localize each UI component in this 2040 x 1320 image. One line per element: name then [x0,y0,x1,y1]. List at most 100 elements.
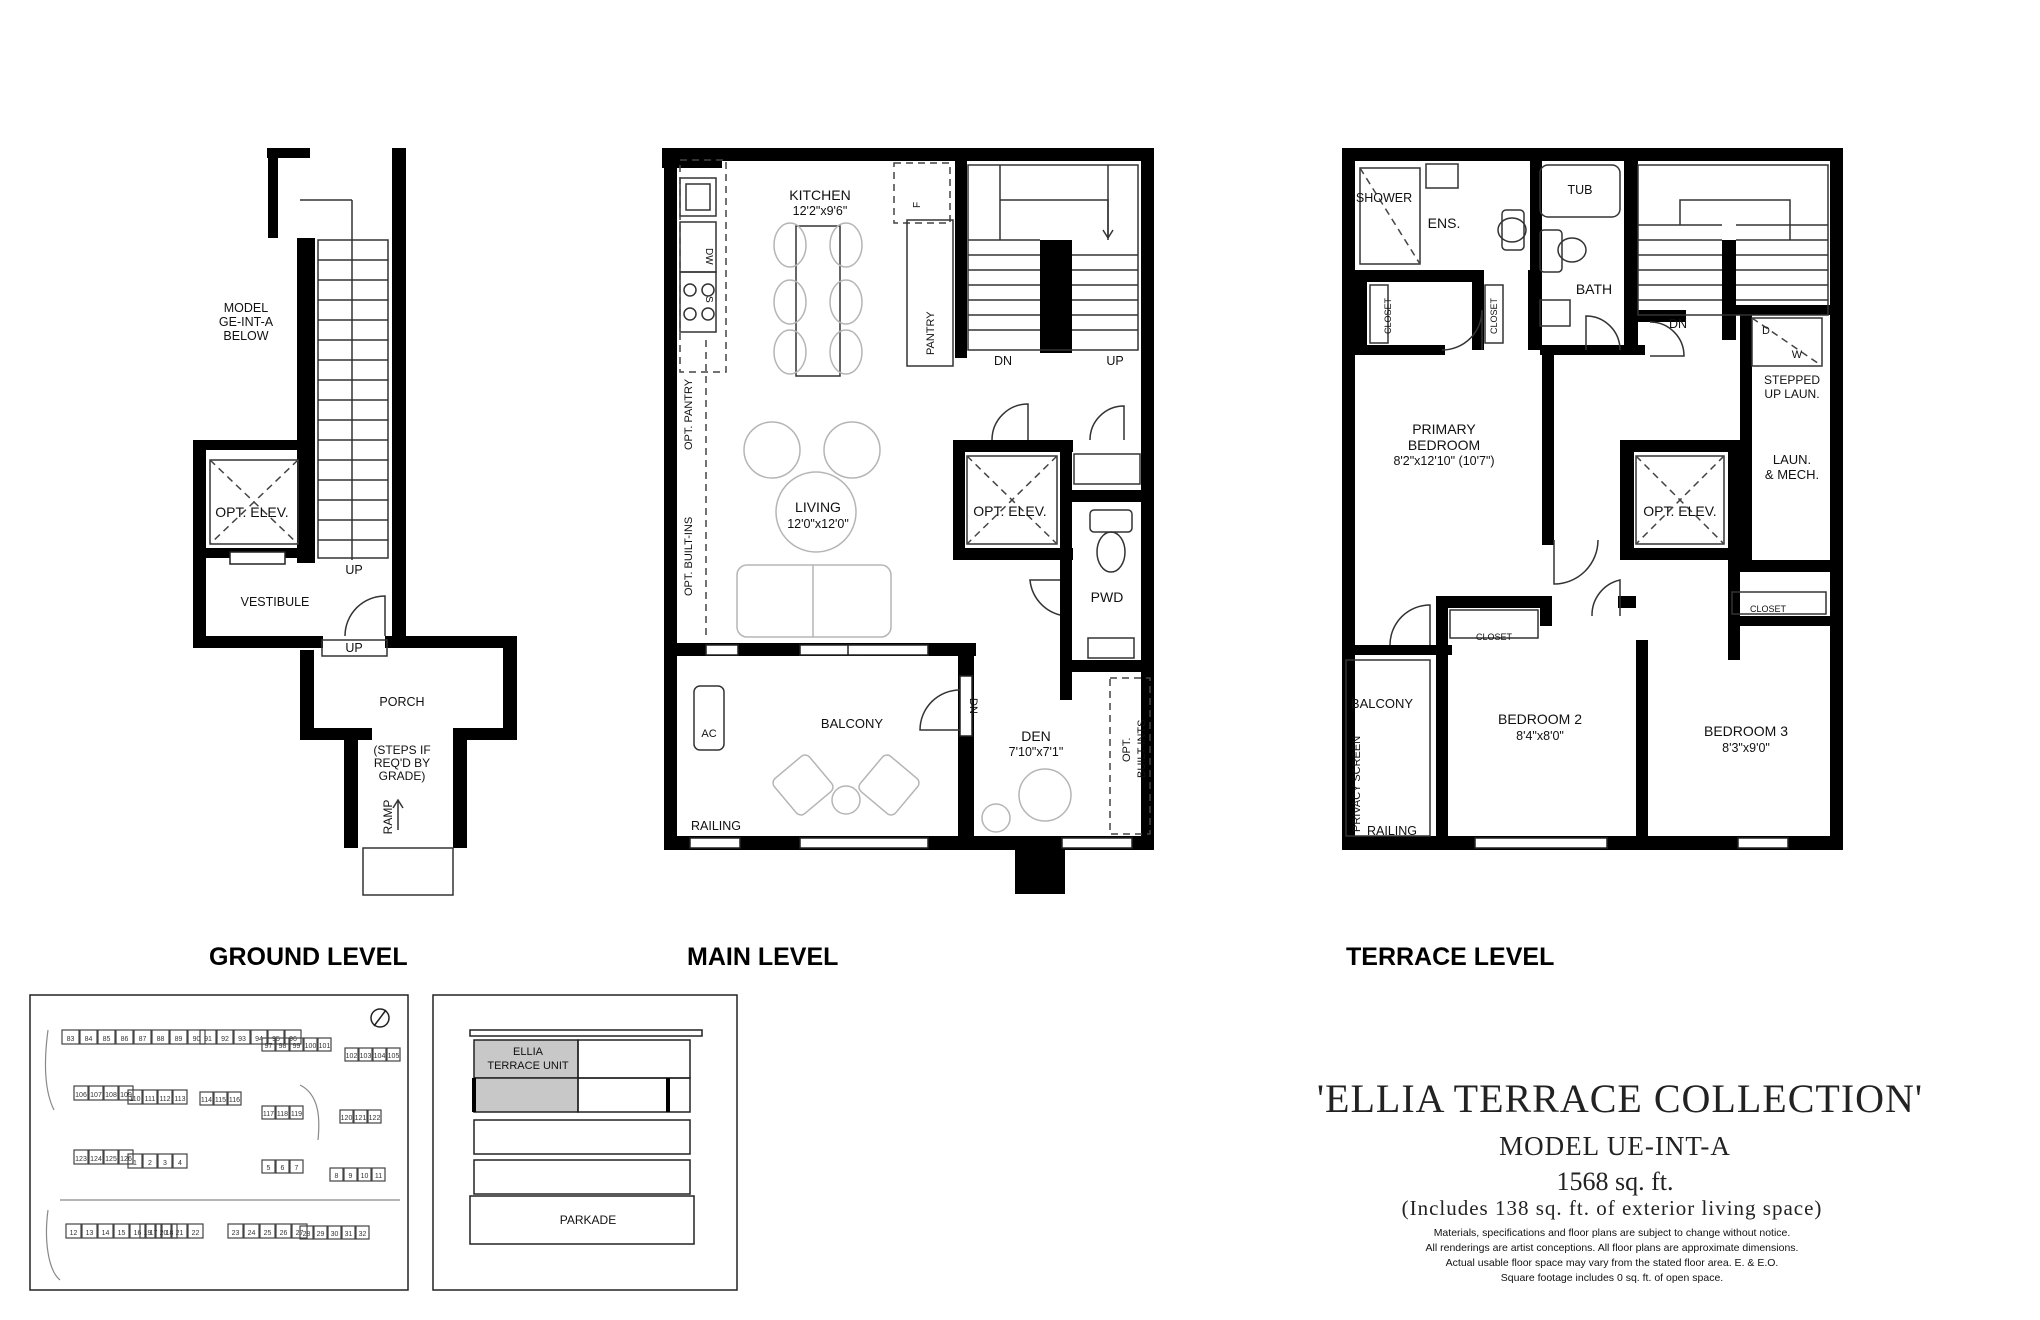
den-opt-1: OPT. [1121,738,1133,762]
site-unit-block [127,1089,143,1105]
site-unit-number: 98 [279,1043,287,1050]
site-unit-number: 29 [317,1231,325,1238]
bath-label: BATH [1576,281,1612,297]
site-unit-block [127,1153,143,1169]
site-unit-number: 88 [157,1036,165,1043]
ellia-terrace-unit-lower [473,1077,579,1113]
site-unit-number: 111 [145,1096,156,1103]
site-unit-block [317,1037,332,1052]
steps-note-3: GRADE) [379,769,426,783]
site-unit-block [275,1223,292,1239]
site-unit-number: 118 [277,1111,288,1118]
disclaimer-4: Square footage includes 0 sq. ft. of ope… [1501,1272,1723,1284]
title-block: 'ELLIA TERRACE COLLECTION' MODEL UE-INT-… [1317,1076,1922,1284]
site-unit-number: 3 [163,1160,167,1167]
site-unit-number: 124 [90,1156,102,1163]
ground-up-label: UP [345,563,362,577]
site-unit-number: 123 [75,1156,87,1163]
site-unit-block [133,1029,152,1045]
site-unit-number: 13 [86,1230,94,1237]
site-unit-block [289,1037,304,1052]
site-unit-block [261,1105,276,1120]
site-unit-number: 23 [232,1230,240,1237]
balcony-dn-label: DN [967,698,979,714]
site-unit-number: 120 [341,1115,353,1122]
main-up-label: UP [1106,354,1123,368]
exterior-space-note: (Includes 138 sq. ft. of exterior living… [1402,1196,1823,1220]
site-road [44,1029,55,1111]
main-balcony-label: BALCONY [821,716,883,731]
site-unit-block [172,1153,188,1169]
disclaimer-2: All renderings are artist conceptions. A… [1426,1242,1799,1254]
site-unit-number: 121 [355,1115,367,1122]
steps-note-1: (STEPS IF [373,743,430,757]
bedroom2-dim: 8'4"x8'0" [1516,729,1564,743]
site-unit-block [227,1091,242,1106]
site-unit-block [81,1223,98,1239]
site-unit-block [118,1085,134,1101]
site-unit-number: 113 [174,1096,185,1103]
site-unit-block [261,1037,276,1052]
site-unit-number: 25 [264,1230,272,1237]
terrace-level-heading: TERRACE LEVEL [1346,943,1554,971]
site-unit-block [386,1047,401,1062]
ac-label: AC [701,728,716,740]
site-unit-number: 86 [121,1036,129,1043]
ramp-label: RAMP [381,800,395,835]
site-unit-number: 115 [215,1097,226,1104]
section-unit-label-2: TERRACE UNIT [487,1060,569,1072]
section-unit-label-1: ELLIA [513,1046,544,1058]
site-unit-number: 22 [192,1230,200,1237]
site-unit-number: 12 [70,1230,78,1237]
terrace-opt-elev-label: OPT. ELEV. [1643,503,1716,519]
ground-level-plan: MODEL GE-INT-A BELOW OPT. ELEV. UP VESTI… [193,148,517,896]
site-unit-block [261,1159,276,1174]
porch-label: PORCH [379,695,424,709]
site-unit-block [113,1223,130,1239]
kitchen-dim: 12'2"x9'6" [793,204,848,218]
site-unit-number: 105 [388,1053,400,1060]
site-unit-block [199,1091,214,1106]
site-unit-block [357,1167,372,1182]
site-unit-block [139,1223,156,1239]
terrace-dn-label: DN [1669,317,1687,331]
site-unit-block [129,1223,146,1239]
bedroom3-dim: 8'3"x9'0" [1722,741,1770,755]
site-unit-block [341,1225,356,1240]
site-unit-number: 89 [175,1036,183,1043]
site-unit-block [151,1029,170,1045]
primary-dim: 8'2"x12'10" (10'7") [1393,454,1494,468]
site-unit-number: 91 [204,1036,212,1043]
terrace-balcony-label: BALCONY [1351,696,1413,711]
site-unit-number: 20 [160,1230,168,1237]
site-unit-number: 31 [345,1231,353,1238]
site-unit-block [303,1037,318,1052]
site-unit-block [155,1223,172,1239]
site-unit-block [187,1029,206,1045]
site-unit-block [169,1029,188,1045]
site-unit-number: 109 [120,1092,132,1099]
ens-label: ENS. [1428,215,1461,231]
porch-up-label: UP [345,641,362,655]
den-dim: 7'10"x7'1" [1009,745,1064,759]
site-unit-number: 6 [281,1165,285,1172]
site-unit-number: 97 [265,1043,273,1050]
site-unit-block [157,1153,173,1169]
dw-label: DW [703,248,714,265]
closet-label-2: CLOSET [1489,297,1499,334]
site-unit-number: 106 [75,1092,87,1099]
site-unit-block [327,1225,342,1240]
site-unit-block [115,1029,134,1045]
site-unit-number: 14 [102,1230,110,1237]
site-unit-number: 83 [67,1036,75,1043]
site-unit-block [299,1225,314,1240]
opt-pantry-label: OPT. PANTRY [683,378,695,450]
site-unit-number: 108 [105,1092,117,1099]
site-unit-number: 10 [361,1173,369,1180]
site-unit-number: 94 [255,1036,263,1043]
site-unit-block [372,1047,387,1062]
site-unit-number: 126 [120,1156,132,1163]
site-unit-block [284,1029,302,1045]
site-unit-number: 112 [159,1096,170,1103]
